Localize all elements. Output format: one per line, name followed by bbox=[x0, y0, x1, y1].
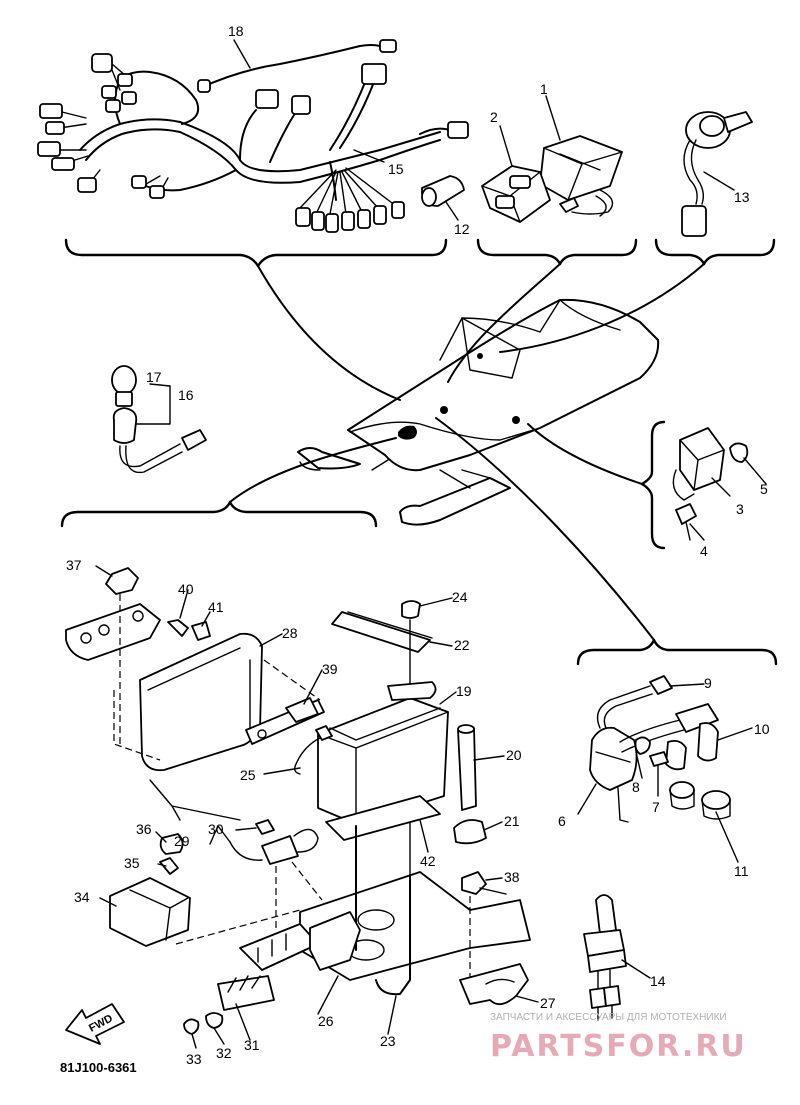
callout-12: 12 bbox=[454, 221, 470, 237]
part-16-17-lamp bbox=[111, 365, 207, 474]
callout-30: 30 bbox=[208, 821, 224, 837]
callout-18: 18 bbox=[228, 23, 244, 39]
wire-harness bbox=[37, 39, 469, 233]
callout-6: 6 bbox=[558, 813, 566, 829]
callout-4: 4 bbox=[700, 543, 708, 559]
snowmobile-body bbox=[297, 298, 660, 526]
ignition-coil-assembly bbox=[589, 675, 731, 823]
part-12-connector-sleeve bbox=[421, 175, 465, 207]
callout-23: 23 bbox=[380, 1033, 396, 1049]
callout-36: 36 bbox=[136, 821, 152, 837]
callout-27: 27 bbox=[540, 995, 556, 1011]
callout-2: 2 bbox=[490, 109, 498, 125]
callout-40: 40 bbox=[178, 581, 194, 597]
callout-26: 26 bbox=[318, 1013, 334, 1029]
part-14-toggle-switch bbox=[583, 894, 627, 1021]
callout-39: 39 bbox=[322, 661, 338, 677]
callout-19: 19 bbox=[456, 683, 472, 699]
callout-5: 5 bbox=[760, 481, 768, 497]
callout-13: 13 bbox=[734, 189, 750, 205]
callout-34: 34 bbox=[74, 889, 90, 905]
callout-8: 8 bbox=[632, 779, 640, 795]
callout-38: 38 bbox=[504, 869, 520, 885]
callout-15: 15 bbox=[388, 161, 404, 177]
part-13-main-switch bbox=[681, 111, 753, 237]
callout-1: 1 bbox=[540, 81, 548, 97]
battery-bracket bbox=[299, 825, 531, 1006]
callout-35: 35 bbox=[124, 855, 140, 871]
callout-numbers: 18 15 12 2 1 13 17 16 5 3 4 37 40 41 28 … bbox=[66, 23, 770, 1067]
part-3-4-5-relay bbox=[672, 427, 749, 541]
callout-21: 21 bbox=[504, 813, 520, 829]
callout-32: 32 bbox=[216, 1045, 232, 1061]
watermark: ЗАПЧАСТИ И АКСЕССУАРЫ ДЛЯ МОТОТЕХНИКИ PA… bbox=[490, 1012, 747, 1064]
electrical-box-cover bbox=[65, 567, 325, 821]
callout-leaders bbox=[95, 39, 767, 1049]
callout-20: 20 bbox=[506, 747, 522, 763]
callout-10: 10 bbox=[754, 721, 770, 737]
watermark-logo: PARTSFOR.RU bbox=[490, 1029, 747, 1064]
callout-9: 9 bbox=[704, 675, 712, 691]
rectifier-and-hardware bbox=[109, 819, 361, 1035]
callout-33: 33 bbox=[186, 1051, 202, 1067]
part-1-2-cdi-unit bbox=[481, 135, 623, 223]
watermark-caption: ЗАПЧАСТИ И АКСЕССУАРЫ ДЛЯ МОТОТЕХНИКИ bbox=[490, 1012, 727, 1023]
callout-37: 37 bbox=[66, 557, 82, 573]
callout-22: 22 bbox=[454, 637, 470, 653]
group-brackets bbox=[60, 238, 778, 666]
callout-29: 29 bbox=[174, 833, 190, 849]
callout-42: 42 bbox=[420, 853, 436, 869]
callout-11: 11 bbox=[734, 863, 749, 879]
callout-31: 31 bbox=[244, 1037, 260, 1053]
callout-3: 3 bbox=[736, 501, 744, 517]
drawing-code: 81J100-6361 bbox=[60, 1060, 137, 1075]
callout-28: 28 bbox=[282, 625, 298, 641]
callout-25: 25 bbox=[240, 767, 256, 783]
leader-lines bbox=[133, 263, 705, 641]
callout-16: 16 bbox=[178, 387, 194, 403]
callout-24: 24 bbox=[452, 589, 468, 605]
callout-41: 41 bbox=[208, 599, 224, 615]
forward-direction-arrow: FWD bbox=[65, 1003, 125, 1045]
callout-14: 14 bbox=[650, 973, 666, 989]
callout-7: 7 bbox=[652, 799, 660, 815]
battery-assembly bbox=[293, 600, 487, 971]
callout-17: 17 bbox=[146, 369, 162, 385]
